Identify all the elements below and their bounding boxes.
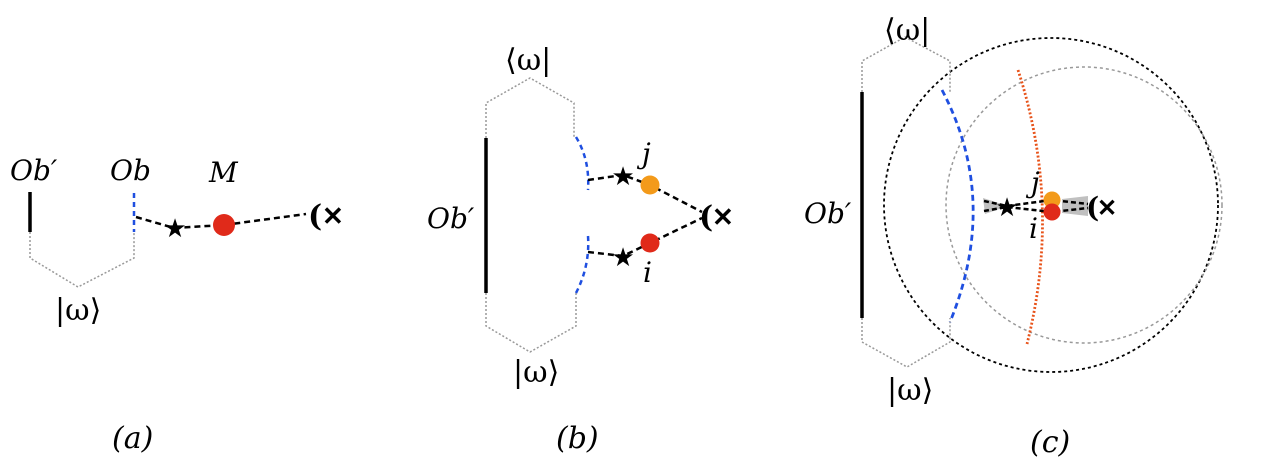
grey-circle	[945, 66, 1223, 344]
bra-wire	[861, 36, 951, 92]
ket-wire	[485, 293, 577, 353]
grey-wedge	[983, 198, 1008, 214]
star-symbol: ★	[995, 193, 1018, 223]
dashed-path-lower	[983, 205, 1089, 214]
i-dot	[640, 233, 660, 253]
paren-symbol: (	[699, 200, 713, 235]
m-dot	[213, 214, 235, 236]
cross-symbol: ✕	[322, 202, 344, 232]
large-black-circle	[883, 37, 1219, 373]
ob-prime-label: Ob′	[427, 202, 475, 235]
grey-wedge-right	[1062, 196, 1088, 216]
cross-symbol: ✕	[1097, 193, 1117, 222]
m-label: M	[208, 156, 239, 189]
caption-b: (b)	[556, 421, 599, 456]
bra-label: ⟨ω|	[884, 13, 930, 48]
caption-a: (a)	[112, 421, 153, 456]
paren-symbol: (	[1086, 191, 1099, 224]
star-symbol: ★	[163, 214, 186, 244]
i-label: i	[643, 256, 652, 289]
ob-prime-label: Ob′	[10, 154, 58, 187]
bra-wire	[485, 77, 575, 138]
caption-c: (c)	[1030, 425, 1070, 460]
panel-a: ★ ( ✕ Ob′ Ob M |ω⟩ (a)	[10, 154, 344, 456]
paren-symbol: (	[308, 199, 322, 234]
panel-b: ⟨ω| ★ ★ ( ✕ j i Ob′ |ω⟩ (b)	[427, 43, 734, 456]
cross-symbol: ✕	[712, 203, 734, 233]
blue-arc-upper	[574, 136, 590, 191]
ket-wire	[29, 232, 135, 288]
panel-c: ★ ( ✕ ⟨ω| j i Ob′ |ω⟩ (c)	[804, 13, 1223, 460]
j-label: j	[1025, 166, 1040, 199]
j-label: j	[636, 137, 651, 170]
j-dot	[1043, 191, 1061, 209]
dashed-path	[135, 212, 307, 230]
i-label: i	[1029, 212, 1038, 245]
dashed-path-lower	[587, 216, 703, 258]
i-dot	[1043, 203, 1061, 221]
star-lower: ★	[611, 243, 634, 273]
star-upper: ★	[611, 162, 634, 192]
bra-label: ⟨ω|	[505, 43, 551, 78]
ket-label: |ω⟩	[887, 373, 933, 408]
ob-label: Ob	[110, 154, 151, 187]
ob-prime-label: Ob′	[804, 197, 852, 230]
orange-arc	[1016, 69, 1044, 345]
ket-wire	[861, 318, 951, 368]
dashed-path-upper	[587, 173, 703, 214]
blue-arc-lower	[574, 235, 590, 294]
j-dot	[640, 175, 660, 195]
ket-label: |ω⟩	[55, 293, 101, 328]
dashed-path-upper	[983, 198, 1089, 208]
ket-label: |ω⟩	[513, 355, 559, 390]
blue-arc	[940, 89, 975, 323]
